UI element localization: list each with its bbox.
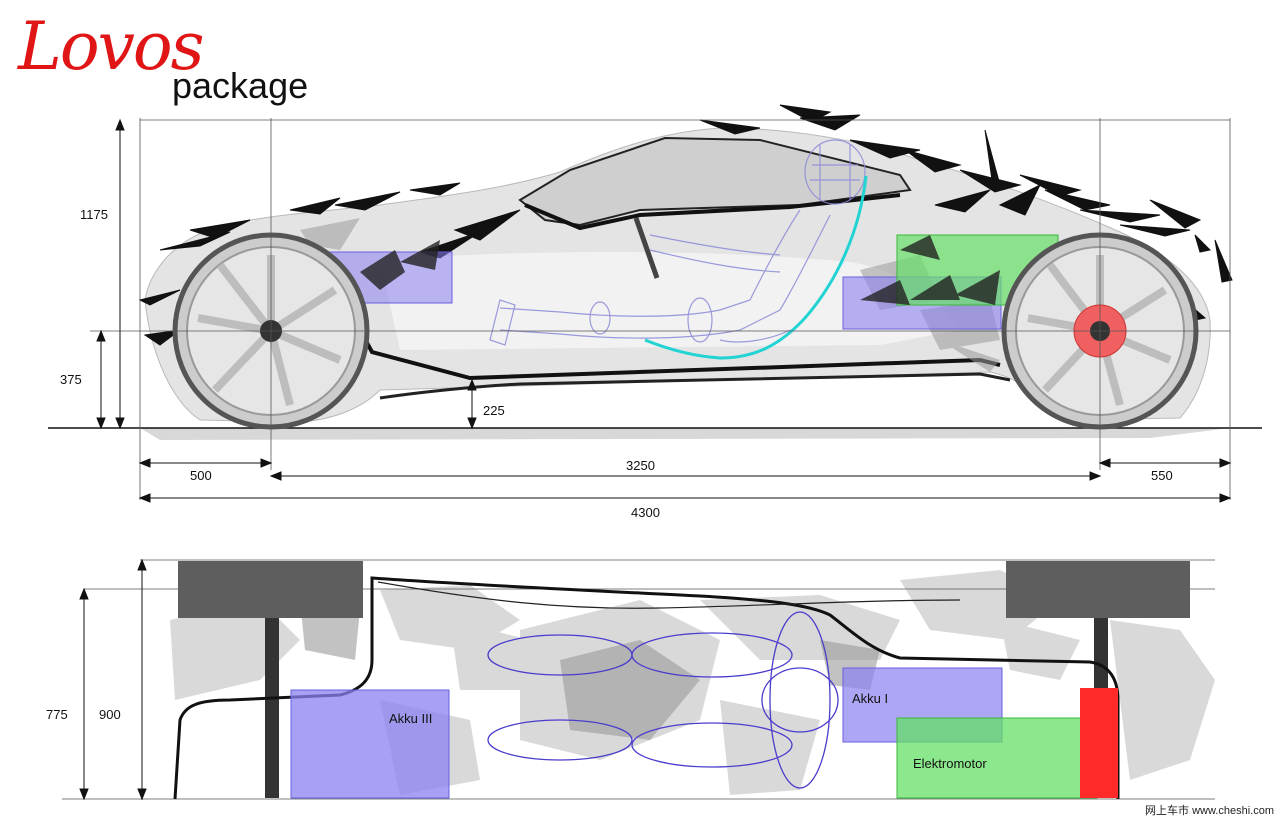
roof-strut xyxy=(633,217,660,279)
sill-line xyxy=(379,372,1011,400)
seat-line xyxy=(644,175,868,360)
top-dimension-lines xyxy=(79,558,147,801)
reference-lines xyxy=(90,118,1231,500)
drive-marker xyxy=(1080,688,1118,798)
body-shards xyxy=(138,104,1233,346)
front-wheel-top xyxy=(178,561,363,618)
rear-wheel-top xyxy=(1006,561,1190,618)
front-axle xyxy=(265,618,279,798)
body-highlight xyxy=(380,252,960,350)
label-battery-front: Akku I xyxy=(852,691,889,706)
dim-height-total: 1175 xyxy=(80,207,108,222)
driver-top-ellipses xyxy=(487,611,839,789)
body-contour-top xyxy=(377,581,961,609)
watermark: 网上车市 www.cheshi.com xyxy=(1145,805,1274,817)
dim-ground-clearance: 225 xyxy=(483,403,505,418)
dim-outer-width: 900 xyxy=(99,707,121,722)
dim-front-overhang: 500 xyxy=(190,468,212,483)
label-motor: Elektromotor xyxy=(913,756,987,771)
motor-top xyxy=(896,717,1098,799)
battery-rear-top xyxy=(290,689,450,799)
dim-rear-overhang: 550 xyxy=(1151,468,1173,483)
brand-logo: Lovos xyxy=(18,8,204,85)
package-title: package xyxy=(172,65,309,106)
dim-inner-width: 775 xyxy=(46,707,68,722)
driver-mannequin xyxy=(489,139,866,346)
ground-shadow xyxy=(140,428,1230,440)
side-dimension-lines xyxy=(96,118,1232,503)
dim-overall-length: 4300 xyxy=(631,505,660,520)
dim-axle-height: 375 xyxy=(60,372,82,387)
label-battery-rear: Akku III xyxy=(389,711,433,726)
dim-wheelbase: 3250 xyxy=(626,458,655,473)
battery-shards xyxy=(360,235,1000,305)
